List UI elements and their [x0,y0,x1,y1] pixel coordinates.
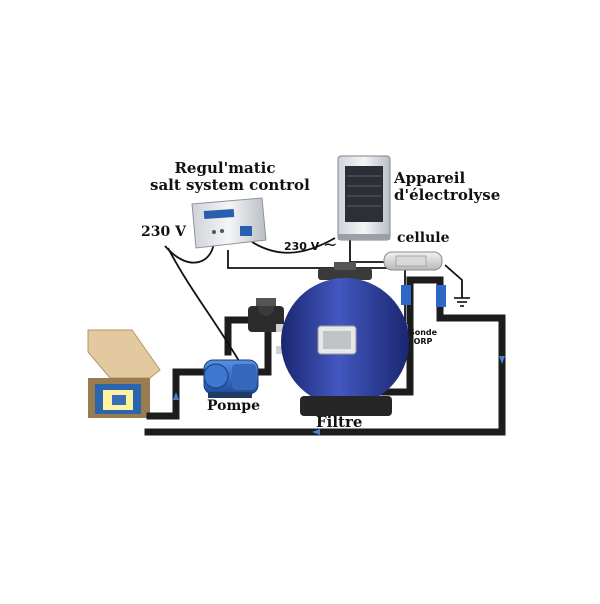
ground-icon [454,297,470,307]
return-riser-pipe [406,276,506,436]
filter-bypass-pipe [374,336,414,396]
controller-to-electrolysis-cable [251,237,336,254]
controller-label-line2: salt system control [150,176,310,195]
pump [203,359,259,398]
controller-label: Regul'matic salt system control [150,159,310,195]
flow-arrow-down [499,356,505,364]
electrolysis-label-line1: Appareil [394,169,466,187]
regulmatic-controller [191,197,267,249]
pump-power-cable [167,247,243,367]
electrolysis-label: Appareil d'électrolyse [394,169,501,205]
flow-arrow-up [173,392,179,400]
ground-cable [444,264,463,298]
flow-arrows [173,356,505,435]
voltage-mid-value: 230 V [284,240,320,253]
controller-label-line1: Regul'matic [174,159,276,177]
filter-label: Filtre [316,413,363,431]
cell-label: cellule [397,230,450,246]
flow-arrow-left [312,429,320,435]
pool-edge [87,329,161,418]
electrolysis-label-line2: d'électrolyse [394,186,501,205]
suction-pipe [146,368,210,420]
electrolysis-cell [383,251,443,271]
electrolysis-unit [337,155,391,241]
orp-probe-label-line1: Sonde [408,328,438,337]
sand-filter [281,262,409,416]
voltage-left-label: 230 V [141,224,186,240]
voltage-mid-label: 230 V ~ [284,235,338,256]
orp-probe-label: Sonde ORP [408,328,438,346]
orp-probe-label-line2: ORP [413,337,433,347]
ac-symbol: ~ [323,235,338,255]
pump-label: Pompe [207,398,260,414]
cell-cable [349,240,385,263]
